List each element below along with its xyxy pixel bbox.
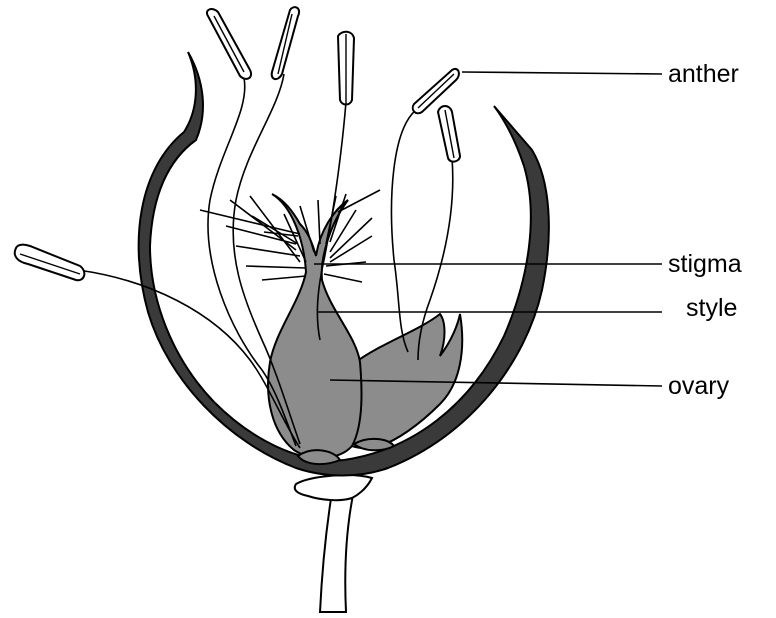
stigma-label: stigma xyxy=(668,250,742,278)
anther-label: anther xyxy=(668,60,739,88)
anther-6 xyxy=(15,245,85,281)
leader-lines xyxy=(314,72,662,386)
stigma-hairs xyxy=(200,190,380,282)
flower-stalk xyxy=(295,475,372,612)
style-label: style xyxy=(686,294,737,322)
anthers xyxy=(15,7,460,280)
anther-leader xyxy=(462,72,662,74)
ovary-label: ovary xyxy=(668,372,730,400)
